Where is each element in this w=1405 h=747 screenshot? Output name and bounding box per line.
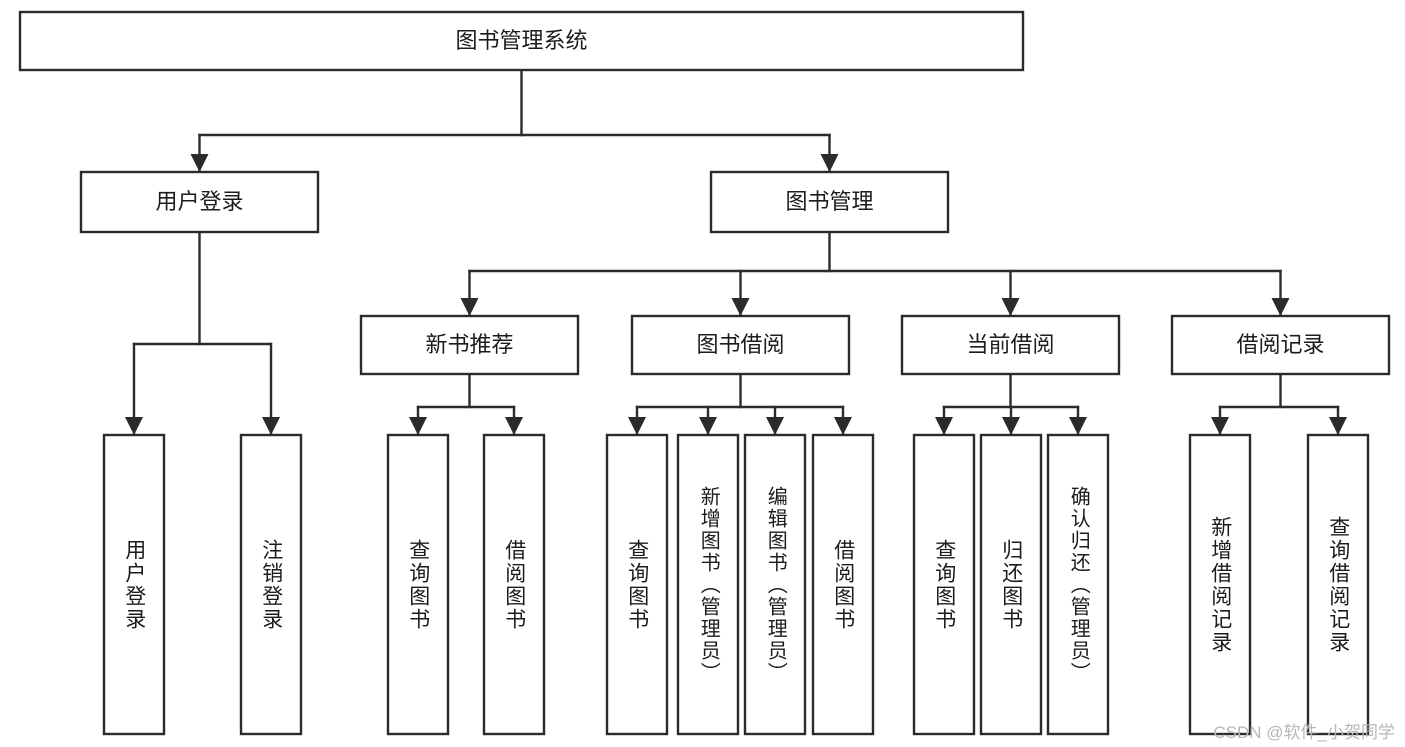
arrow-head-icon: [1002, 417, 1020, 435]
node-level2-label-1: 图书管理: [785, 189, 873, 214]
node-leaf-5[interactable]: [676, 433, 740, 736]
node-level3-3[interactable]: [1170, 314, 1391, 376]
arrow-head-icon: [460, 298, 479, 316]
arrow-head-icon: [125, 417, 143, 435]
arrow-head-icon: [1271, 298, 1290, 316]
node-level2-0[interactable]: [79, 170, 320, 234]
node-leaf-2[interactable]: [386, 433, 450, 736]
node-level3-label-2: 当前借阅: [966, 332, 1054, 357]
arrow-head-icon: [731, 298, 750, 316]
node-level3-label-1: 图书借阅: [696, 332, 784, 357]
node-level2-1[interactable]: [709, 170, 950, 234]
node-level3-1[interactable]: [630, 314, 851, 376]
arrow-head-icon: [1211, 417, 1229, 435]
node-leaf-1[interactable]: [239, 433, 303, 736]
node-leaf-8[interactable]: [912, 433, 976, 736]
arrow-head-icon: [262, 417, 280, 435]
arrow-head-icon: [505, 417, 523, 435]
node-leaf-12[interactable]: [1306, 433, 1370, 736]
node-root[interactable]: [18, 10, 1025, 72]
arrow-head-icon: [820, 154, 839, 172]
arrow-head-icon: [1329, 417, 1347, 435]
node-leaf-3[interactable]: [482, 433, 546, 736]
arrow-head-icon: [628, 417, 646, 435]
node-level3-label-0: 新书推荐: [425, 332, 513, 357]
arrow-head-icon: [766, 417, 784, 435]
node-box-layer: [18, 10, 1391, 736]
arrow-head-icon: [834, 417, 852, 435]
node-leaf-9[interactable]: [979, 433, 1043, 736]
node-level3-label-3: 借阅记录: [1236, 332, 1324, 357]
node-leaf-10[interactable]: [1046, 433, 1110, 736]
arrow-head-icon: [1001, 298, 1020, 316]
node-leaf-4[interactable]: [605, 433, 669, 736]
node-level3-2[interactable]: [900, 314, 1121, 376]
node-leaf-0[interactable]: [102, 433, 166, 736]
arrow-head-icon: [409, 417, 427, 435]
node-leaf-6[interactable]: [743, 433, 807, 736]
node-leaf-11[interactable]: [1188, 433, 1252, 736]
arrow-head-icon: [699, 417, 717, 435]
watermark: CSDN @软件_小贺同学: [1213, 723, 1395, 742]
connector-layer: [125, 68, 1347, 436]
node-level3-0[interactable]: [359, 314, 580, 376]
node-level2-label-0: 用户登录: [155, 189, 243, 214]
arrow-head-icon: [190, 154, 209, 172]
node-leaf-7[interactable]: [811, 433, 875, 736]
node-root-label: 图书管理系统: [455, 28, 587, 53]
arrow-head-icon: [935, 417, 953, 435]
arrow-head-icon: [1069, 417, 1087, 435]
